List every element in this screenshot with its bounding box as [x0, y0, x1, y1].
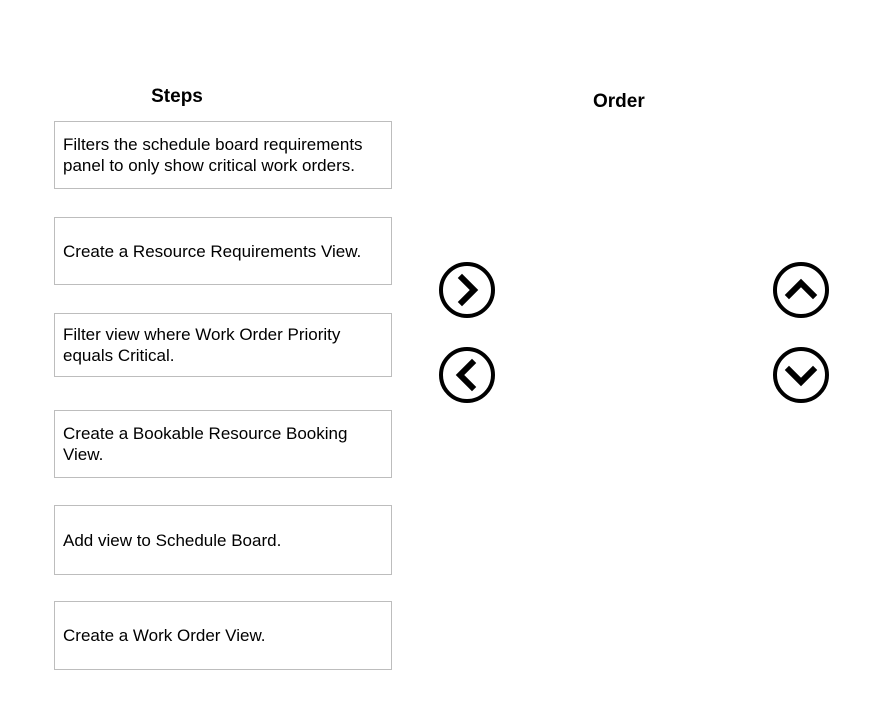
- step-item-label: Create a Bookable Resource Booking View.: [63, 424, 348, 464]
- step-item[interactable]: Create a Bookable Resource Booking View.: [54, 410, 392, 478]
- move-down-button[interactable]: [771, 345, 831, 405]
- chevron-left-circle-icon: [437, 345, 497, 405]
- step-item-label: Filters the schedule board requirements …: [63, 135, 363, 175]
- step-item-label: Create a Resource Requirements View.: [63, 241, 362, 261]
- chevron-right-circle-icon: [437, 260, 497, 320]
- step-item-label: Filter view where Work Order Priority eq…: [63, 325, 341, 365]
- move-right-button[interactable]: [437, 260, 497, 320]
- chevron-up-circle-icon: [771, 260, 831, 320]
- steps-column-heading: Steps: [151, 86, 203, 107]
- chevron-down-circle-icon: [771, 345, 831, 405]
- step-item[interactable]: Filter view where Work Order Priority eq…: [54, 313, 392, 377]
- order-list-dropzone[interactable]: [593, 121, 873, 670]
- move-up-button[interactable]: [771, 260, 831, 320]
- order-column-heading: Order: [593, 91, 645, 112]
- step-item[interactable]: Add view to Schedule Board.: [54, 505, 392, 575]
- step-item[interactable]: Create a Resource Requirements View.: [54, 217, 392, 285]
- step-item-label: Add view to Schedule Board.: [63, 530, 282, 550]
- step-item[interactable]: Filters the schedule board requirements …: [54, 121, 392, 189]
- move-left-button[interactable]: [437, 345, 497, 405]
- step-item-label: Create a Work Order View.: [63, 626, 266, 645]
- step-item[interactable]: Create a Work Order View.: [54, 601, 392, 670]
